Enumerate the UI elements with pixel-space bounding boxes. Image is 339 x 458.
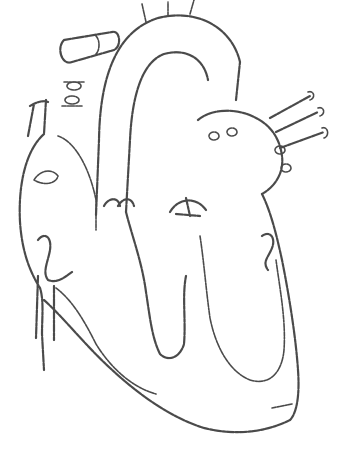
heart-diagram <box>0 0 339 458</box>
diagram-background <box>0 0 339 458</box>
